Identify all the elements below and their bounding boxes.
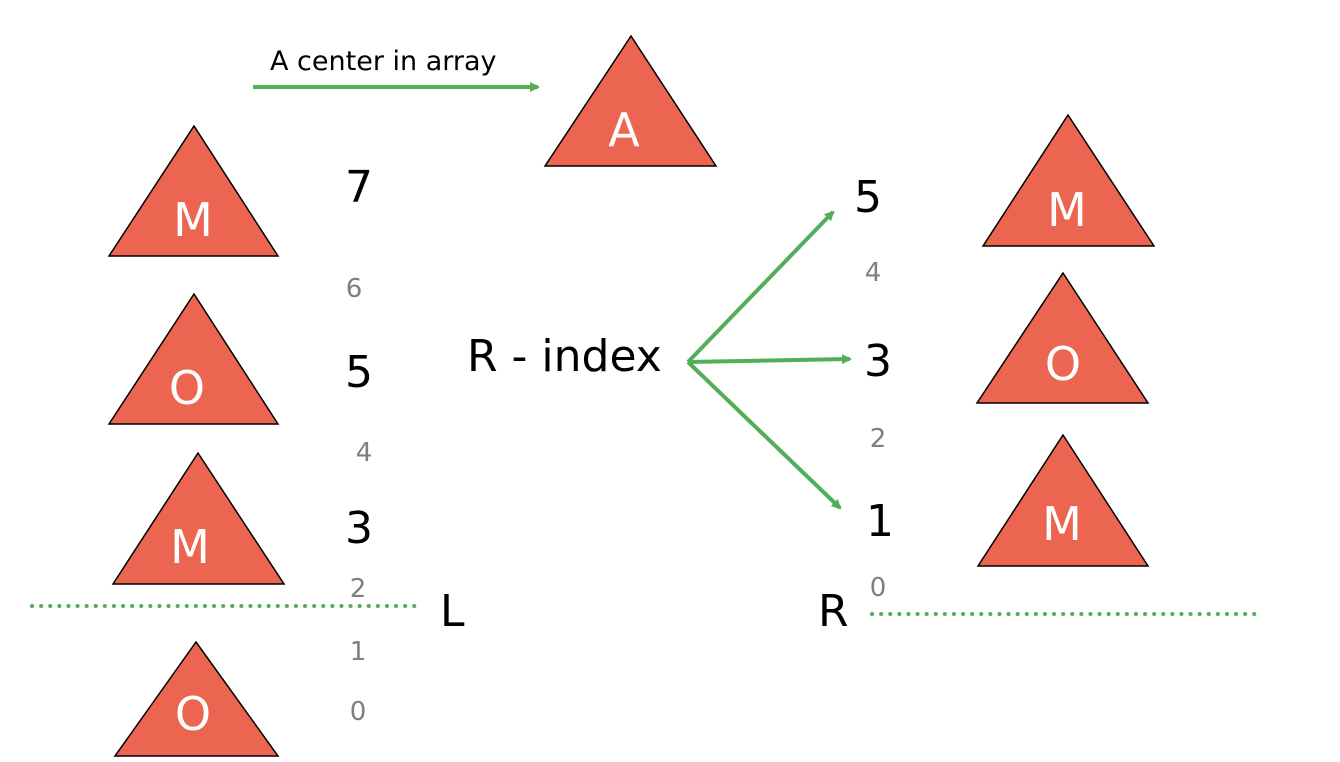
right-index-5: 5	[854, 172, 882, 223]
right-index-1: 1	[866, 496, 894, 547]
right-index-4: 4	[865, 258, 882, 288]
right-triangle-2-letter: O	[1045, 337, 1081, 391]
left-index-4: 4	[356, 438, 373, 468]
right-triangle-2: O	[975, 271, 1150, 404]
r-index-label: R - index	[467, 331, 662, 382]
left-triangle-4-letter: O	[175, 687, 211, 741]
center-triangle: A	[543, 34, 718, 167]
right-triangle-1: M	[981, 113, 1156, 247]
left-triangle-1: M	[107, 124, 280, 257]
arrow-to-5	[686, 210, 835, 364]
left-triangle-3-letter: M	[170, 520, 210, 574]
left-index-2: 2	[350, 574, 367, 604]
r-label: R	[818, 586, 849, 637]
left-triangle-2-letter: O	[169, 361, 205, 415]
caption-label: A center in array	[270, 46, 497, 77]
right-triangle-3-letter: M	[1042, 497, 1082, 551]
right-index-2: 2	[870, 424, 887, 454]
right-index-0: 0	[870, 573, 887, 603]
left-index-0: 0	[350, 697, 367, 727]
arrow-to-3	[687, 354, 852, 365]
left-triangle-2: O	[107, 292, 280, 425]
left-triangle-4: O	[113, 640, 280, 757]
left-index-1: 1	[350, 637, 367, 667]
left-index-3: 3	[345, 503, 373, 554]
left-triangle-3: M	[111, 451, 286, 585]
center-triangle-letter: A	[608, 103, 640, 157]
arrow-to-1	[686, 360, 842, 510]
left-index-7: 7	[345, 162, 373, 213]
left-triangle-1-letter: M	[173, 193, 213, 247]
right-triangle-1-letter: M	[1047, 183, 1087, 237]
l-label: L	[440, 586, 465, 637]
right-triangle-3: M	[976, 433, 1150, 567]
right-index-3: 3	[864, 336, 892, 387]
left-index-5: 5	[345, 347, 373, 398]
left-index-6: 6	[346, 274, 363, 304]
